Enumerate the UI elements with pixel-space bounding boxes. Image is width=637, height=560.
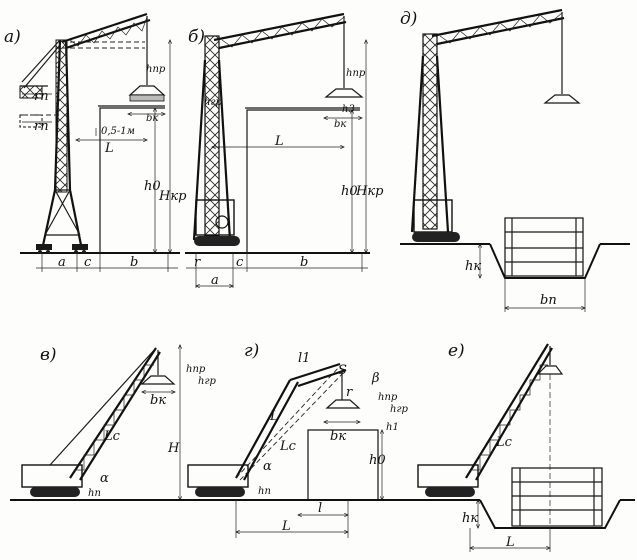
panel-g-load — [325, 399, 361, 409]
label-bp-d: bп — [540, 293, 557, 308]
panel-v: в) hпр hгр bк H Lc α hп — [10, 345, 216, 501]
panel-e-label: е) — [448, 341, 465, 361]
panel-g-crawler — [195, 487, 245, 497]
label-hgr-b: hгр — [204, 97, 222, 108]
label-bk-b: bк — [334, 119, 346, 130]
label-h0: h0 — [144, 179, 161, 194]
label-hn-v: hп — [88, 488, 101, 499]
label-hk-e: hк — [462, 511, 478, 526]
panel-b-mast — [204, 35, 220, 237]
panel-a-building — [99, 107, 165, 253]
panel-e-boom — [465, 343, 553, 481]
label-hpr-g: hпр — [378, 392, 398, 403]
panel-v-load — [140, 375, 176, 385]
panel-v-cab — [21, 464, 83, 488]
panel-d-mast — [422, 33, 438, 230]
panel-d-boom — [431, 8, 565, 46]
label-Lc-v: Lc — [103, 429, 121, 444]
label-hpr: hпр — [146, 64, 166, 75]
panel-d-label: д) — [400, 9, 417, 29]
panel-b-load — [324, 88, 364, 98]
label-alpha-g: α — [263, 459, 272, 474]
label-rn-lower: rп — [34, 119, 49, 134]
label-hgr-v: hгр — [198, 376, 216, 387]
label-L: L — [104, 141, 114, 156]
label-beta-g: β — [371, 371, 380, 386]
label-Lbig-g: L — [281, 519, 291, 534]
panel-d: д) hк bп — [400, 8, 630, 312]
panel-a-bogie-left — [36, 244, 52, 250]
panel-v-crawler — [30, 487, 80, 497]
label-H-v: H — [167, 441, 180, 456]
label-alpha-v: α — [100, 471, 109, 486]
panel-g: г) l1 S β r hпр hгр bк L Lc α hп h0 h1 l… — [180, 341, 410, 538]
panel-e-load — [536, 365, 564, 375]
panel-e-cab — [417, 464, 479, 488]
panel-d-pit — [489, 243, 601, 279]
panel-b-label: б) — [188, 27, 205, 47]
label-h0-g: h0 — [369, 453, 386, 468]
panel-e: е) Lc hк L — [410, 341, 635, 552]
label-h3-b: h3 — [342, 104, 355, 115]
panel-a-label: а) — [4, 27, 21, 47]
label-Lc-g: Lc — [279, 439, 297, 454]
panel-d-load — [543, 94, 581, 104]
label-L-g: L — [269, 409, 279, 424]
label-hgr-g: hгр — [390, 404, 408, 415]
panel-b: б) L bк hпр h3 hгр h0 Hкр r c — [185, 12, 384, 288]
label-Hkr-b: Hкр — [355, 184, 384, 199]
panel-v-boom — [69, 347, 161, 481]
label-Hkr: Hкр — [158, 189, 187, 204]
label-Lc-e: Lc — [495, 435, 513, 450]
label-hpr-b: hпр — [346, 68, 366, 79]
label-dim-c: c — [84, 255, 92, 270]
panel-a-boom-horizontal — [62, 41, 145, 49]
panel-v-label: в) — [40, 345, 57, 365]
label-dim-a: a — [58, 255, 66, 270]
label-s-g: S — [338, 363, 347, 378]
panel-d-formwork — [504, 217, 584, 277]
label-L-e: L — [505, 535, 515, 550]
panel-a-counterweight-upper — [19, 85, 43, 99]
panel-g-boom — [235, 379, 299, 481]
panel-g-cab — [187, 464, 249, 488]
panel-a-bogie-right — [72, 244, 88, 250]
panel-b-turntable — [195, 199, 235, 236]
label-bk-g: bк — [330, 429, 346, 444]
panel-a-load — [128, 85, 166, 96]
label-h1-g: h1 — [386, 422, 399, 433]
label-bk-v: bк — [150, 393, 166, 408]
panel-a-boom — [61, 12, 151, 50]
label-h0-b: h0 — [341, 184, 358, 199]
label-l-g: l — [318, 501, 322, 516]
panel-e-formwork — [511, 467, 603, 527]
label-rn-upper: rп — [34, 89, 49, 104]
label-r-b: r — [194, 255, 201, 270]
label-dim-a-b: a — [211, 273, 219, 288]
panel-b-boom — [213, 12, 347, 50]
panel-g-jib — [289, 362, 347, 388]
label-dim-b-b: b — [300, 255, 308, 270]
panel-b-building — [246, 109, 360, 253]
panel-g-building — [307, 429, 379, 501]
panel-b-crawler — [194, 236, 240, 246]
panel-g-label: г) — [244, 341, 259, 361]
panel-a: а) rп rп L 0,5-1м — [4, 12, 187, 272]
label-L-b: L — [274, 134, 284, 149]
label-bk: bк — [146, 113, 158, 124]
label-hn-g: hп — [258, 486, 271, 497]
label-dim-c-b: c — [236, 255, 244, 270]
panel-d-crawler — [412, 232, 460, 242]
label-l1-g: l1 — [298, 351, 310, 366]
label-dim-b: b — [130, 255, 138, 270]
label-hpr-v: hпр — [186, 364, 206, 375]
label-gap: 0,5-1м — [101, 126, 135, 137]
panel-e-crawler — [425, 487, 475, 497]
label-r-g: r — [346, 385, 353, 400]
label-hk-d: hк — [465, 259, 481, 274]
